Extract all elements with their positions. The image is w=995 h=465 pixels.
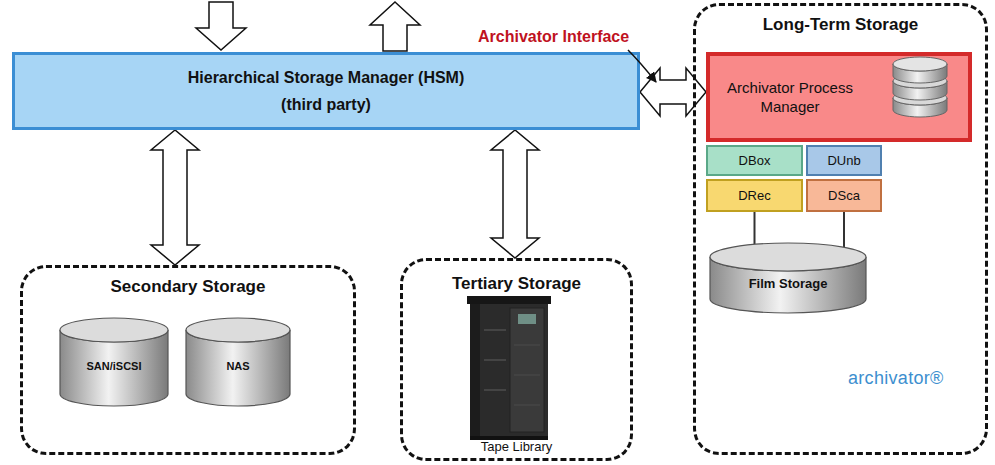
node-caption: (third party): [281, 96, 371, 114]
hollow-arrow: [640, 68, 706, 116]
interface-label: Archivator Interface: [478, 28, 629, 46]
node-caption: Tape Library: [481, 439, 553, 454]
output-arrow: [370, 2, 420, 51]
storage-region: Secondary StorageSAN/iSCSI NAS: [20, 265, 356, 455]
link-line: [754, 212, 756, 244]
storage-cylinder: NAS: [186, 318, 290, 406]
node-label: NAS: [226, 352, 249, 372]
module-box: DSca: [806, 179, 882, 212]
module-box: DUnb: [806, 145, 882, 176]
node-label: DSca: [828, 188, 860, 203]
node-label: Long-Term Storage: [763, 15, 919, 35]
node-label: SAN/iSCSI: [86, 352, 141, 372]
node-label: DRec: [738, 188, 771, 203]
link-line: [843, 212, 845, 247]
hollow-arrow: [151, 130, 199, 265]
cylinder-top: [60, 318, 168, 342]
node-label: Film Storage: [749, 266, 828, 291]
storage-region: Tertiary StorageTape Library: [400, 258, 633, 461]
module-box: DRec: [706, 179, 803, 212]
tape-library-icon: [467, 296, 551, 440]
input-arrow: [196, 2, 246, 50]
manager-box: Hierarchical Storage Manager (HSM) (third…: [12, 52, 640, 130]
module-box: DBox: [706, 145, 803, 176]
database-icon: [893, 57, 947, 117]
hollow-arrow: [491, 130, 539, 258]
node-label: Tertiary Storage: [452, 274, 581, 294]
node-label: Archivator Process Manager: [720, 78, 860, 117]
node-label: Hierarchical Storage Manager (HSM): [188, 69, 465, 87]
storage-cylinder: SAN/iSCSI: [60, 318, 168, 406]
brand-logo: archivator®: [848, 368, 944, 389]
node-label: Secondary Storage: [111, 277, 266, 297]
cylinder-top: [186, 318, 290, 342]
storage-region: Long-Term StorageArchivator Process Mana…: [693, 3, 988, 455]
cylinder-top: [710, 243, 866, 271]
leader-line: [628, 50, 656, 82]
node-label: DBox: [739, 153, 771, 168]
storage-cylinder: Film Storage: [710, 243, 866, 313]
node-label: DUnb: [827, 153, 860, 168]
process-box: Archivator Process Manager: [706, 52, 972, 142]
